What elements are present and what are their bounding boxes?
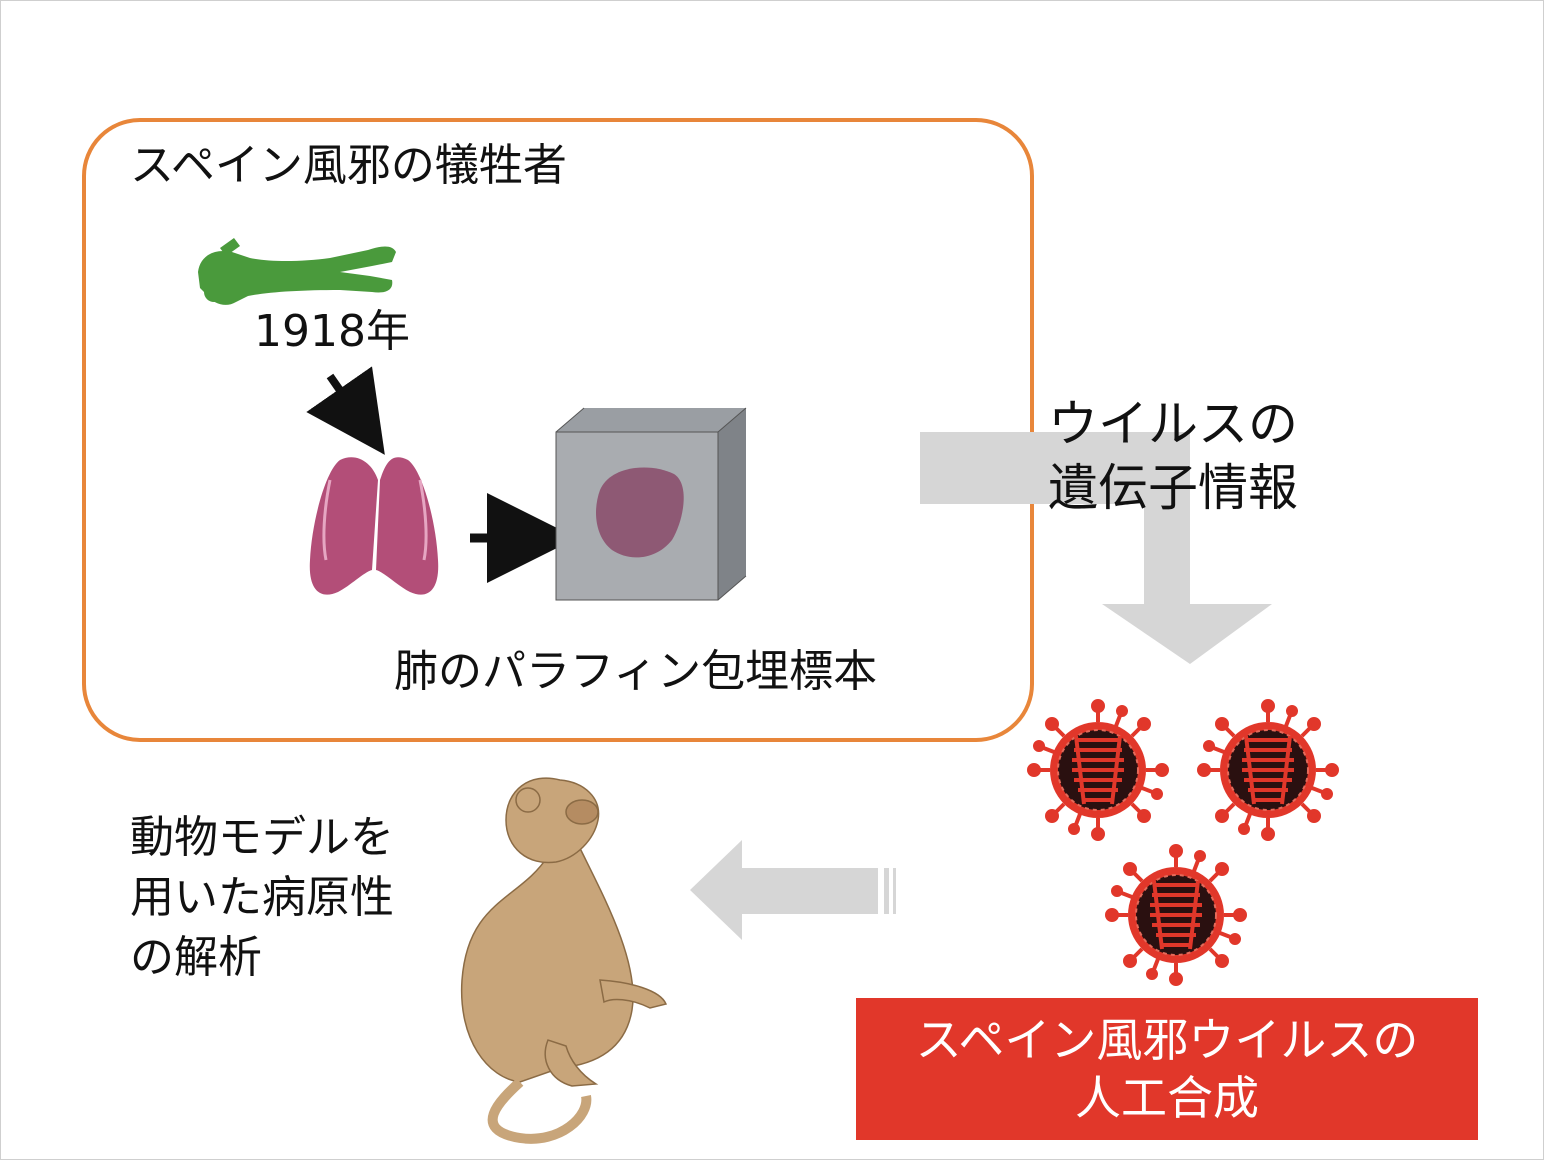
victims-box-border [82, 118, 1034, 742]
arrow-to-lungs [306, 366, 385, 455]
synthesis-box: スペイン風邪ウイルスの 人工合成 [856, 998, 1478, 1140]
virus-icon [1197, 699, 1339, 841]
year-label: 1918年 [254, 306, 410, 357]
genetic-info-line-1: ウイルスの [1048, 395, 1298, 453]
analysis-line-3: の解析 [130, 932, 262, 983]
gray-arrow-to-virus [920, 432, 1272, 664]
lungs-icon [309, 457, 439, 595]
paraffin-block-icon [555, 407, 747, 601]
synthesis-line-1: スペイン風邪ウイルスの [915, 1013, 1419, 1067]
victims-title: スペイン風邪の犠牲者 [130, 140, 567, 191]
animal-model-analysis-label: 動物モデルを 用いた病原性 の解析 [130, 808, 394, 988]
monkey-icon [460, 777, 668, 1144]
human-silhouette-icon [198, 238, 396, 305]
virus-icon [1105, 844, 1247, 986]
paraffin-specimen-label: 肺のパラフィン包埋標本 [394, 646, 878, 697]
analysis-line-1: 動物モデルを [130, 812, 394, 863]
virus-icon [1027, 699, 1169, 841]
genetic-info-line-2: 遺伝子情報 [1048, 459, 1298, 517]
gray-arrow-to-monkey [690, 840, 896, 940]
synthesis-line-2: 人工合成 [1075, 1071, 1259, 1125]
genetic-info-label: ウイルスの 遺伝子情報 [1048, 392, 1298, 520]
analysis-line-2: 用いた病原性 [130, 872, 394, 923]
